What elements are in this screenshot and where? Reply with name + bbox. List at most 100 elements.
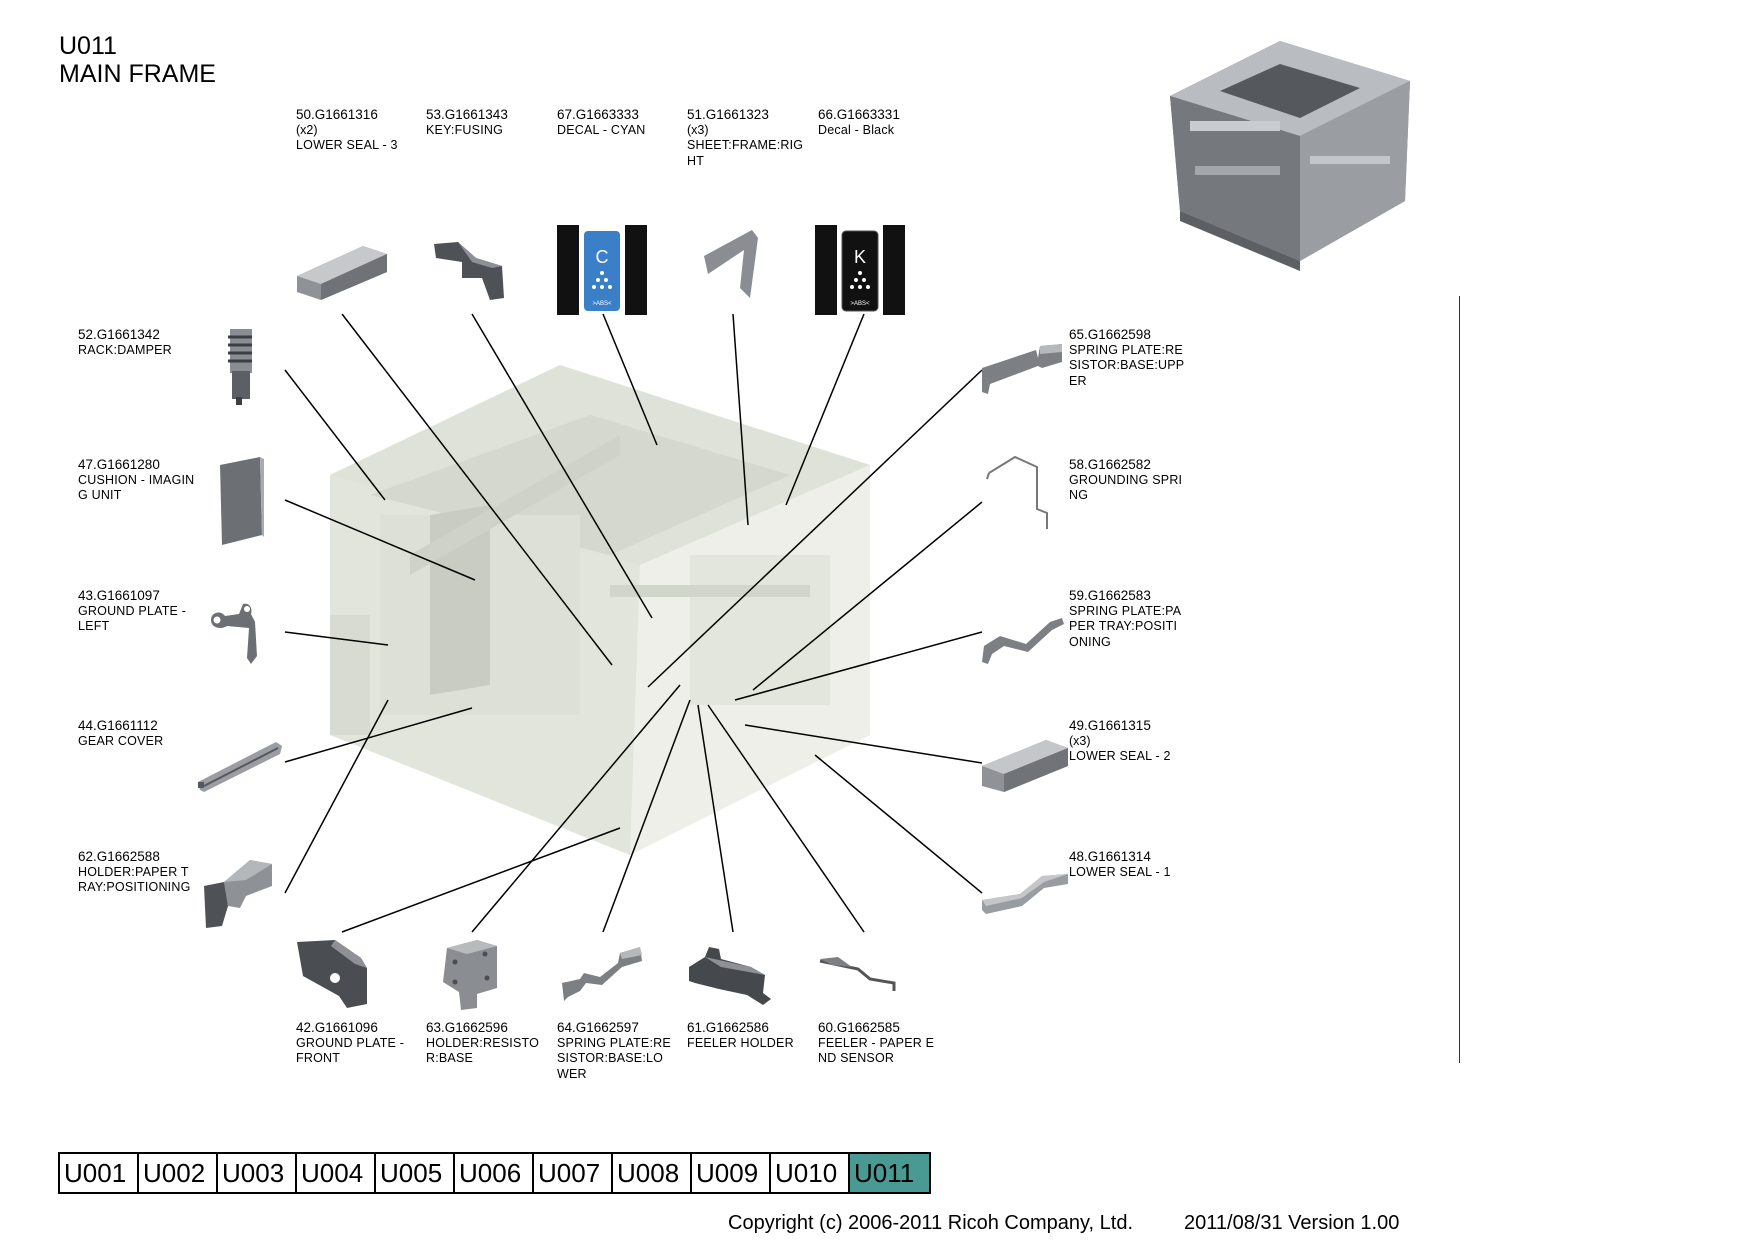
part-code: 60.G1662585 <box>818 1020 900 1035</box>
spring-plate-resistor-base-upper-icon <box>982 344 1062 394</box>
part-code: 49.G1661315 <box>1069 718 1151 733</box>
part-code: 65.G1662598 <box>1069 327 1151 342</box>
leader-line-p52 <box>284 369 386 501</box>
lower-seal-1-icon <box>982 874 1068 914</box>
page-title: MAIN FRAME <box>59 60 216 88</box>
part-desc: HOLDER:RESISTOR:BASE <box>426 1035 540 1066</box>
part-code: 48.G1661314 <box>1069 849 1151 864</box>
nav-tab-u003[interactable]: U003 <box>218 1154 297 1192</box>
nav-tab-u009[interactable]: U009 <box>692 1154 771 1192</box>
part-label-p66: 66.G1663331 Decal - Black <box>818 107 944 138</box>
part-label-p58: 58.G1662582 GROUNDING SPRING <box>1069 457 1187 504</box>
part-desc: SPRING PLATE:RESISTOR:BASE:UPPER <box>1069 342 1185 388</box>
sheet-frame-right-icon <box>704 230 758 298</box>
grounding-spring-icon <box>986 455 1048 529</box>
part-label-p52: 52.G1661342 RACK:DAMPER <box>78 327 204 358</box>
part-desc: HOLDER:PAPER TRAY:POSITIONING <box>78 864 191 895</box>
part-code: 62.G1662588 <box>78 849 160 864</box>
part-code: 53.G1661343 <box>426 107 508 122</box>
part-code: 43.G1661097 <box>78 588 160 603</box>
part-desc: FEELER - PAPER END SENSOR <box>818 1035 935 1066</box>
holder-paper-tray-positioning-icon <box>204 860 272 928</box>
part-desc: DECAL - CYAN <box>557 122 646 137</box>
part-desc: RACK:DAMPER <box>78 342 172 357</box>
part-desc: SPRING PLATE:PAPER TRAY:POSITIONING <box>1069 603 1182 649</box>
part-code: 50.G1661316 <box>296 107 378 122</box>
nav-tab-u004[interactable]: U004 <box>297 1154 376 1192</box>
part-code: 63.G1662596 <box>426 1020 508 1035</box>
part-label-p50: 50.G1661316 (x2) LOWER SEAL - 3 <box>296 107 422 154</box>
nav-tab-u007[interactable]: U007 <box>534 1154 613 1192</box>
main-frame-assembly-image <box>330 365 870 855</box>
decal-black-footer: >ABS< <box>850 301 870 307</box>
part-code: 66.G1663331 <box>818 107 900 122</box>
ground-plate-front-icon <box>297 940 367 1008</box>
part-label-p48: 48.G1661314 LOWER SEAL - 1 <box>1069 849 1195 880</box>
part-label-p44: 44.G1661112 GEAR COVER <box>78 718 204 749</box>
part-label-p59: 59.G1662583 SPRING PLATE:PAPER TRAY:POSI… <box>1069 588 1187 650</box>
leader-line-p59 <box>734 631 983 701</box>
unit-nav-bar: U001 U002 U003 U004 U005 U006 U007 U008 … <box>58 1152 931 1194</box>
feeler-paper-end-sensor-icon <box>819 957 896 991</box>
part-qty: (x3) <box>687 122 709 137</box>
part-label-p43: 43.G1661097 GROUND PLATE - LEFT <box>78 588 196 635</box>
leader-line-p62 <box>284 699 389 894</box>
part-code: 47.G1661280 <box>78 457 160 472</box>
part-label-p62: 62.G1662588 HOLDER:PAPER TRAY:POSITIONIN… <box>78 849 196 896</box>
cushion-imaging-unit-icon <box>220 457 264 545</box>
part-label-p63: 63.G1662596 HOLDER:RESISTOR:BASE <box>426 1020 544 1067</box>
part-desc: KEY:FUSING <box>426 122 504 137</box>
nav-tab-u002[interactable]: U002 <box>139 1154 218 1192</box>
lower-seal-2-icon <box>982 740 1068 792</box>
leader-line-p58 <box>752 501 983 691</box>
part-code: 44.G1661112 <box>78 718 158 733</box>
leader-line-p65 <box>647 369 983 688</box>
fusing-key-icon <box>434 242 504 300</box>
part-desc: LOWER SEAL - 1 <box>1069 864 1171 879</box>
part-desc: SPRING PLATE:RESISTOR:BASE:LOWER <box>557 1035 671 1081</box>
lower-seal-3-icon <box>297 246 387 300</box>
holder-resistor-base-icon <box>443 940 497 1010</box>
leader-line-p67 <box>602 313 658 446</box>
part-desc: CUSHION - IMAGING UNIT <box>78 472 195 503</box>
leader-line-p66 <box>785 313 865 506</box>
part-qty: (x2) <box>296 122 318 137</box>
nav-tab-u005[interactable]: U005 <box>376 1154 455 1192</box>
nav-tab-u006[interactable]: U006 <box>455 1154 534 1192</box>
part-label-p65: 65.G1662598 SPRING PLATE:RESISTOR:BASE:U… <box>1069 327 1187 389</box>
decal-cyan-letter: C <box>596 247 609 267</box>
part-desc: GEAR COVER <box>78 733 164 748</box>
rack-damper-icon <box>228 329 252 405</box>
spring-plate-resistor-base-lower-icon <box>562 947 642 1001</box>
nav-tab-u011[interactable]: U011 <box>850 1154 929 1192</box>
main-frame-thumbnail <box>1170 41 1410 271</box>
copyright-text: Copyright (c) 2006-2011 Ricoh Company, L… <box>728 1212 1134 1234</box>
leader-line-p49 <box>744 724 983 764</box>
part-label-p47: 47.G1661280 CUSHION - IMAGING UNIT <box>78 457 196 504</box>
nav-tab-u008[interactable]: U008 <box>613 1154 692 1192</box>
vertical-divider <box>1459 296 1460 1063</box>
nav-tab-u001[interactable]: U001 <box>60 1154 139 1192</box>
leader-line-p51 <box>732 313 749 526</box>
leader-line-p61 <box>697 704 734 933</box>
part-desc: GROUND PLATE - FRONT <box>296 1035 405 1066</box>
part-desc: LOWER SEAL - 2 <box>1069 749 1171 763</box>
page-code: U011 <box>59 32 117 60</box>
part-label-p61: 61.G1662586 FEELER HOLDER <box>687 1020 813 1051</box>
leader-line-p60 <box>707 704 865 933</box>
part-label-p60: 60.G1662585 FEELER - PAPER END SENSOR <box>818 1020 936 1067</box>
nav-tab-u010[interactable]: U010 <box>771 1154 850 1192</box>
part-desc: SHEET:FRAME:RIGHT <box>687 138 804 168</box>
leader-line-p42 <box>341 827 621 933</box>
part-label-p53: 53.G1661343 KEY:FUSING <box>426 107 552 138</box>
part-label-p64: 64.G1662597 SPRING PLATE:RESISTOR:BASE:L… <box>557 1020 675 1082</box>
decal-black-letter: K <box>854 247 866 267</box>
part-label-p49: 49.G1661315 (x3) LOWER SEAL - 2 <box>1069 718 1195 765</box>
leader-line-p47 <box>284 499 476 581</box>
part-desc: GROUNDING SPRING <box>1069 472 1183 503</box>
ground-plate-left-icon <box>211 603 257 664</box>
leader-line-p50 <box>341 313 613 666</box>
part-desc: GROUND PLATE - LEFT <box>78 603 187 634</box>
part-code: 42.G1661096 <box>296 1020 378 1035</box>
part-qty: (x3) <box>1069 733 1091 748</box>
